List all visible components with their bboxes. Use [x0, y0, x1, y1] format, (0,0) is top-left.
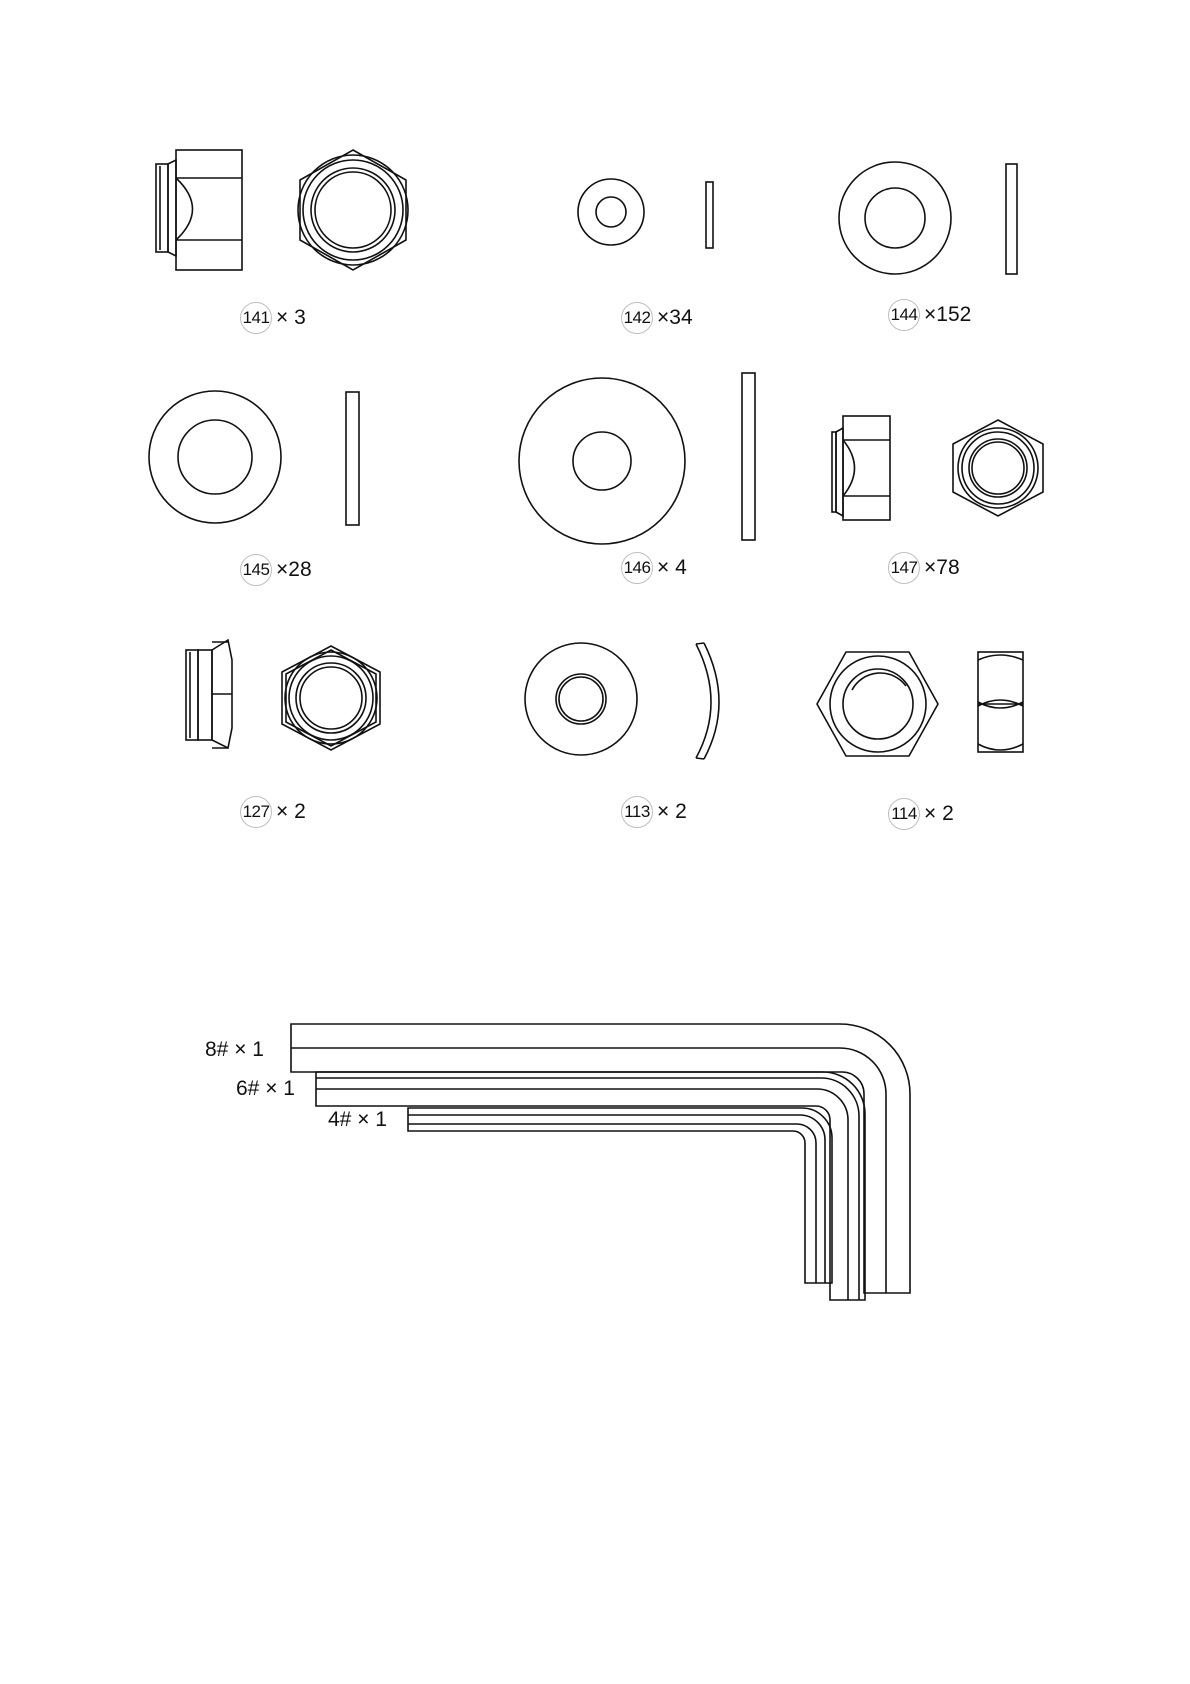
small-flat-washer-drawing: [578, 179, 713, 248]
part-label-146: 146 × 4: [621, 552, 687, 584]
nylon-lock-nut-front-drawing: [953, 420, 1043, 516]
part-number-circle: 114: [888, 798, 920, 830]
part-label-114: 114 × 2: [888, 798, 954, 830]
part-quantity: × 2: [276, 800, 306, 824]
part-quantity: ×34: [657, 306, 693, 330]
part-label-144: 144 ×152: [888, 299, 971, 331]
part-number-circle: 146: [621, 552, 653, 584]
part-number-circle: 141: [240, 302, 272, 334]
hex-nut-drawing: [817, 652, 1023, 756]
part-quantity: × 2: [657, 800, 687, 824]
part-quantity: × 2: [924, 802, 954, 826]
part-quantity: × 4: [657, 556, 687, 580]
part-label-142: 142 ×34: [621, 302, 693, 334]
hex-key-label-6: 6# × 1: [236, 1077, 295, 1101]
hex-key-label-4: 4# × 1: [328, 1108, 387, 1132]
part-label-127: 127 × 2: [240, 796, 306, 828]
allen-key-6-drawing: [316, 1072, 865, 1300]
part-quantity: ×78: [924, 556, 960, 580]
part-number-circle: 142: [621, 302, 653, 334]
part-label-147: 147 ×78: [888, 552, 960, 584]
part-number-circle: 113: [621, 796, 653, 828]
nylon-lock-nut-drawing: [156, 150, 242, 270]
hex-key-label-8: 8# × 1: [205, 1038, 264, 1062]
flat-washer-drawing: [149, 391, 359, 525]
curved-spring-washer-drawing: [525, 643, 719, 759]
nylon-lock-nut-front-drawing: [282, 646, 380, 750]
part-quantity: ×152: [924, 303, 971, 327]
part-quantity: ×28: [276, 558, 312, 582]
part-label-113: 113 × 2: [621, 796, 687, 828]
large-fender-washer-drawing: [519, 373, 755, 544]
part-number-circle: 145: [240, 554, 272, 586]
nylon-lock-nut-drawing: [832, 416, 890, 520]
part-number-circle: 144: [888, 299, 920, 331]
part-label-141: 141 × 3: [240, 302, 306, 334]
allen-key-4-drawing: [408, 1108, 832, 1283]
nylon-lock-nut-front-drawing: [298, 150, 408, 270]
allen-key-8-drawing: [291, 1024, 910, 1293]
part-number-circle: 127: [240, 796, 272, 828]
nylon-lock-nut-drawing: [186, 640, 232, 748]
part-quantity: × 3: [276, 306, 306, 330]
part-number-circle: 147: [888, 552, 920, 584]
flat-washer-drawing: [839, 162, 1017, 274]
part-label-145: 145 ×28: [240, 554, 312, 586]
